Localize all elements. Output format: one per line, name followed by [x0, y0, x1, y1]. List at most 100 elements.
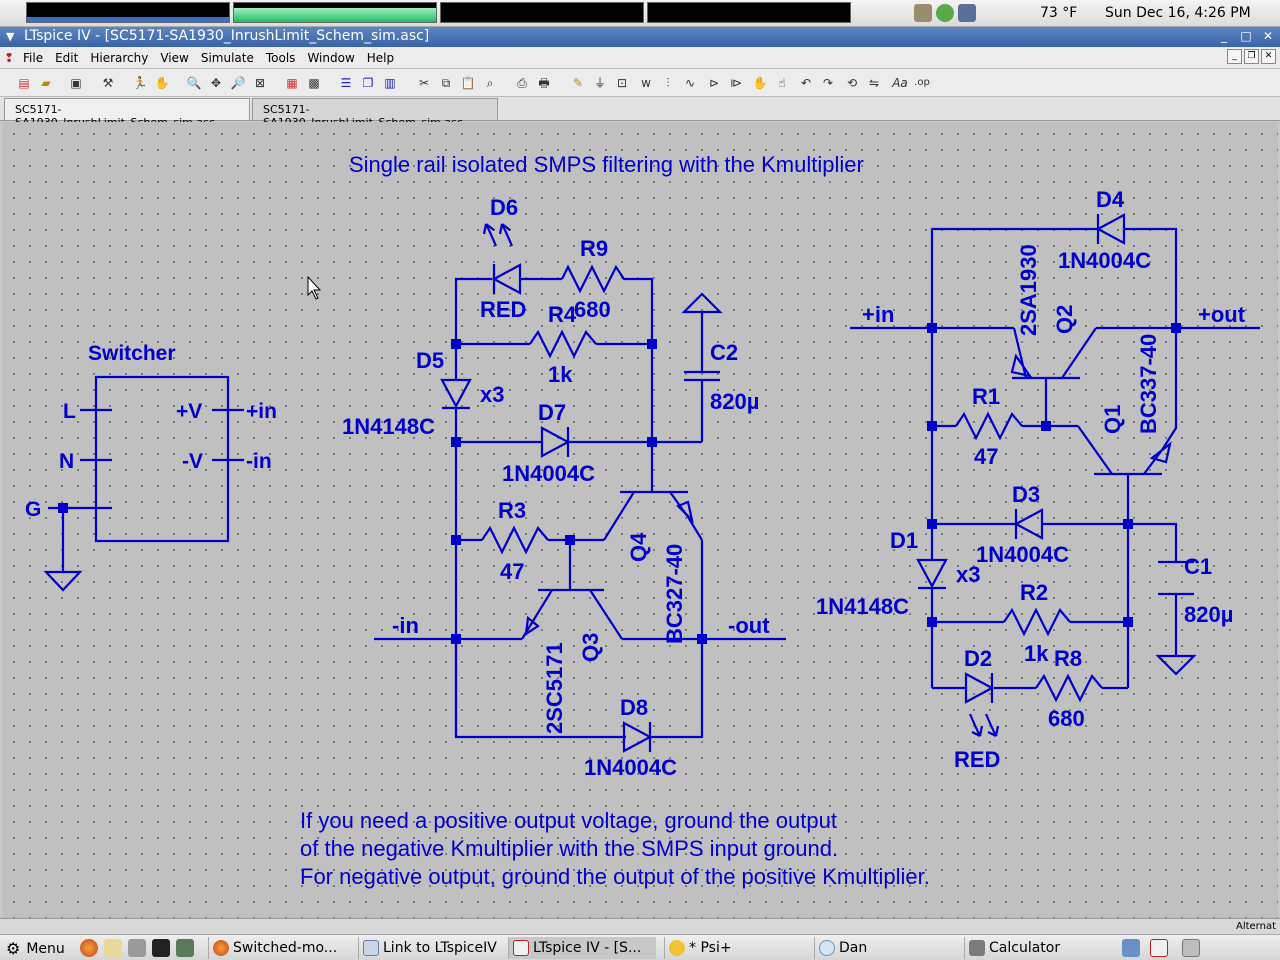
schematic-title: Single rail isolated SMPS filtering with… — [349, 152, 864, 177]
star-icon — [669, 940, 685, 956]
r3-value: 47 — [500, 559, 524, 584]
menu-edit[interactable]: Edit — [55, 51, 79, 65]
halt-icon[interactable]: ✋ — [154, 76, 170, 90]
network-tray-icon[interactable] — [914, 4, 932, 22]
task-ltspice[interactable]: LTspice IV - [S... — [508, 937, 656, 959]
print-preview-icon[interactable]: ⎙ — [517, 76, 527, 90]
net-label-plus-out: +out — [1198, 302, 1246, 327]
note-line-3: For negative output, ground the output o… — [300, 864, 930, 889]
status-bar: Alternat — [0, 918, 1280, 934]
task-label: LTspice IV - [S... — [533, 940, 642, 956]
mirror-icon[interactable]: ⇋ — [868, 76, 880, 90]
task-label: Link to LTspiceIV — [383, 940, 497, 956]
task-dan[interactable]: Dan — [814, 937, 962, 959]
disk-monitor[interactable] — [647, 2, 851, 23]
spice-directive-icon[interactable]: .op — [914, 77, 930, 88]
window-menu-icon[interactable]: ▼ — [6, 30, 15, 43]
task-calculator[interactable]: Calculator — [964, 937, 1112, 959]
menu-simulate[interactable]: Simulate — [200, 51, 254, 65]
close-button[interactable]: ✕ — [1262, 29, 1274, 43]
cpu-monitor[interactable] — [26, 2, 230, 23]
cascade-icon[interactable]: ❐ — [362, 76, 374, 90]
shield-tray-icon[interactable] — [936, 4, 954, 22]
memory-monitor[interactable] — [233, 2, 437, 23]
zoom-out-icon[interactable]: 🔎 — [230, 76, 246, 90]
firefox-launcher-icon[interactable] — [80, 939, 98, 957]
find-icon[interactable]: ⌕ — [486, 76, 494, 90]
positive-kmultiplier[interactable] — [850, 213, 1260, 737]
task-label: Calculator — [989, 940, 1061, 956]
menu-window[interactable]: Window — [307, 51, 355, 65]
capacitor-icon[interactable]: ⫶ — [666, 76, 670, 90]
zoom-fit-icon[interactable]: ⊠ — [254, 76, 266, 90]
tile-vertical-icon[interactable]: ▥ — [384, 76, 396, 90]
c1-ref: C1 — [1184, 554, 1212, 579]
text-icon[interactable]: Aa — [892, 76, 908, 90]
open-icon[interactable]: ▰ — [41, 76, 51, 90]
autorange-icon[interactable]: ▦ — [286, 76, 298, 90]
window-title-bar[interactable]: ▼ LTspice IV - [SC5171-SA1930_InrushLimi… — [0, 27, 1280, 47]
maximize-button[interactable]: □ — [1240, 29, 1252, 43]
zoom-in-icon[interactable]: 🔍 — [186, 76, 202, 90]
desktop-pager-icon[interactable] — [1182, 939, 1200, 957]
network-monitor[interactable] — [440, 2, 644, 23]
menu-hierarchy[interactable]: Hierarchy — [90, 51, 149, 65]
paste-icon[interactable]: 📋 — [460, 76, 476, 90]
label-net-icon[interactable]: ⊡ — [616, 76, 628, 90]
draw-wire-icon[interactable]: ✎ — [572, 76, 584, 90]
new-schematic-icon[interactable]: ▤ — [18, 76, 30, 90]
undo-icon[interactable]: ↶ — [800, 76, 812, 90]
rotate-icon[interactable]: ⟲ — [846, 76, 858, 90]
move-icon[interactable]: ✋ — [752, 76, 768, 90]
r4-ref: R4 — [548, 302, 577, 327]
d5-mult: x3 — [480, 382, 504, 407]
mdi-minimize-icon[interactable]: _ — [1227, 49, 1242, 64]
mdi-restore-icon[interactable]: ❐ — [1244, 49, 1259, 64]
task-switched-mode[interactable]: Switched-mo... — [208, 937, 356, 959]
print-icon[interactable]: 🖶 — [538, 76, 550, 90]
weather-readout[interactable]: 73 °F — [1040, 5, 1078, 21]
menu-tools[interactable]: Tools — [265, 51, 296, 65]
redo-icon[interactable]: ↷ — [822, 76, 834, 90]
ground-icon[interactable]: ⏚ — [593, 76, 606, 90]
grid-icon[interactable]: ▩ — [308, 76, 320, 90]
calculator-launcher-icon[interactable] — [176, 939, 194, 957]
menu-view[interactable]: View — [160, 51, 189, 65]
q1-ref: Q1 — [1100, 405, 1125, 434]
mdi-close-icon[interactable]: ✕ — [1261, 49, 1276, 64]
terminal-launcher-icon[interactable] — [152, 939, 170, 957]
ltspice-app-icon[interactable]: ❢ — [4, 51, 15, 65]
clock[interactable]: Sun Dec 16, 4:26 PM — [1105, 5, 1251, 21]
run-icon[interactable]: 🏃 — [132, 76, 148, 90]
menu-help[interactable]: Help — [366, 51, 395, 65]
diode-icon[interactable]: ⊳ — [708, 76, 720, 90]
copy-icon[interactable]: ⧉ — [441, 76, 451, 90]
tab-schematic-2[interactable]: SC5171-SA1930_InrushLimit_Schem_sim.asc — [252, 98, 498, 129]
file-manager-tray-icon[interactable] — [1122, 939, 1140, 957]
menu-file[interactable]: File — [23, 51, 44, 65]
tile-horizontal-icon[interactable]: ☰ — [340, 76, 352, 90]
start-menu-button[interactable]: ⚙ Menu — [6, 939, 65, 958]
tab-schematic-1[interactable]: SC5171-SA1930_InrushLimit_Schem_sim.asc — [4, 98, 250, 129]
switcher-block[interactable] — [43, 375, 244, 592]
drag-icon[interactable]: ☝ — [778, 76, 786, 90]
q1-value: BC337-40 — [1136, 334, 1161, 434]
negative-kmultiplier[interactable] — [374, 223, 786, 753]
note-line-1: If you need a positive output voltage, g… — [300, 808, 837, 833]
ltspice-tray-icon[interactable] — [1150, 939, 1168, 957]
pan-icon[interactable]: ✥ — [210, 76, 222, 90]
control-panel-icon[interactable]: ⚒ — [102, 76, 114, 90]
resistor-icon[interactable]: ᴡ — [641, 76, 651, 90]
inductor-icon[interactable]: ∿ — [684, 76, 696, 90]
settings-launcher-icon[interactable] — [128, 939, 146, 957]
schematic-canvas[interactable]: .w { stroke:#0000cc; stroke-width:2.2; f… — [2, 122, 1278, 918]
r8-value: 680 — [1048, 706, 1085, 731]
monitor-tray-icon[interactable] — [958, 4, 976, 22]
save-icon[interactable]: ▣ — [70, 76, 82, 90]
text-editor-launcher-icon[interactable] — [104, 939, 122, 957]
cut-icon[interactable]: ✂ — [418, 76, 430, 90]
task-link-ltspice[interactable]: Link to LTspiceIV — [358, 937, 506, 959]
task-psi[interactable]: * Psi+ — [664, 937, 812, 959]
component-icon[interactable]: ⧐ — [730, 76, 742, 90]
minimize-button[interactable]: _ — [1221, 29, 1227, 43]
